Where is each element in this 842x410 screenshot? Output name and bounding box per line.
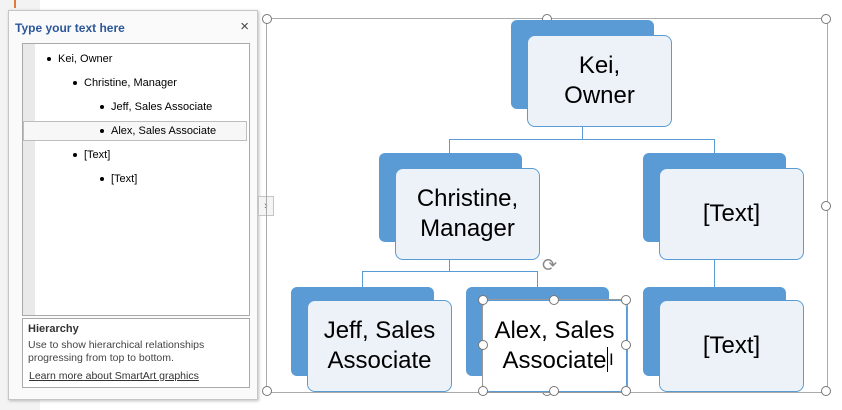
shape-handle-bottom[interactable]	[549, 386, 559, 396]
shape-selection-box	[482, 299, 628, 393]
node-line-1: Kei,	[578, 52, 621, 79]
bullet-item-alex-selected[interactable]: Alex, Sales Associate	[23, 121, 247, 141]
layout-name: Hierarchy	[28, 323, 79, 335]
text-pane-title: Type your text here	[15, 21, 125, 35]
bullet-icon	[100, 105, 104, 110]
connector-text-top-down	[714, 258, 715, 287]
close-icon[interactable]: ×	[240, 18, 249, 35]
node-text-box[interactable]: [Text]	[659, 168, 804, 260]
shape-handle-top-left[interactable]	[478, 295, 488, 305]
bullet-item-text-level2[interactable]: [Text]	[73, 146, 110, 164]
bullet-text: Christine, Manager	[84, 77, 177, 89]
node-line-2: Owner	[564, 82, 635, 109]
node-line-2: Associate	[327, 347, 432, 374]
margin-marker	[14, 0, 16, 8]
resize-handle-bottom-left[interactable]	[262, 386, 272, 396]
resize-handle-bottom-right[interactable]	[821, 386, 831, 396]
resize-handle-top-right[interactable]	[821, 14, 831, 24]
node-text-box[interactable]: Kei, Owner	[527, 35, 672, 127]
layout-description-text: Use to show hierarchical relationships p…	[28, 339, 205, 364]
bullet-item-text-level3[interactable]: [Text]	[100, 170, 137, 188]
bullet-icon	[100, 129, 104, 134]
bullet-item-christine-manager[interactable]: Christine, Manager	[73, 74, 177, 92]
bullet-text: [Text]	[84, 149, 111, 161]
resize-handle-right[interactable]	[821, 201, 831, 211]
node-line-1: Alex, Sales	[494, 317, 615, 344]
node-line-1: [Text]	[702, 200, 761, 227]
smartart-text-pane: Type your text here × Kei, Owner Christi…	[8, 10, 258, 400]
bullet-list-editor[interactable]: Kei, Owner Christine, Manager Jeff, Sale…	[22, 43, 250, 316]
bullet-item-jeff[interactable]: Jeff, Sales Associate	[100, 98, 212, 116]
connector-to-manager	[449, 139, 450, 153]
node-text-box[interactable]: [Text]	[659, 300, 804, 392]
bullet-text: [Text]	[111, 173, 138, 185]
node-line-1: Christine,	[416, 185, 519, 212]
connector-to-text-top	[714, 139, 715, 153]
connector-owner-down	[582, 125, 583, 139]
bullet-text: Kei, Owner	[58, 53, 113, 65]
shape-handle-right[interactable]	[621, 340, 631, 350]
text-caret	[607, 347, 608, 372]
rotate-handle-icon[interactable]: ⟳	[542, 255, 558, 275]
bullet-icon	[73, 153, 77, 158]
shape-handle-top[interactable]	[549, 295, 559, 305]
bullet-text: Jeff, Sales Associate	[111, 101, 213, 113]
shape-handle-top-right[interactable]	[621, 295, 631, 305]
ibeam-cursor-icon: I	[609, 350, 614, 369]
learn-more-link[interactable]: Learn more about SmartArt graphics	[29, 370, 199, 382]
connector-manager-down	[449, 258, 450, 271]
connector-to-jeff	[362, 271, 363, 287]
node-line-2: Associate	[502, 347, 607, 374]
bullet-icon	[100, 177, 104, 182]
resize-handle-top-left[interactable]	[262, 14, 272, 24]
bullet-icon	[47, 57, 51, 62]
layout-description: Hierarchy Use to show hierarchical relat…	[22, 318, 250, 388]
bullet-text: Alex, Sales Associate	[111, 125, 217, 137]
shape-handle-bottom-right[interactable]	[621, 386, 631, 396]
connector-level3-bar	[362, 271, 538, 272]
connector-level2-bar	[449, 139, 715, 140]
bullet-icon	[73, 81, 77, 86]
shape-handle-left[interactable]	[478, 340, 488, 350]
editor-gutter	[23, 44, 35, 315]
shape-handle-bottom-left[interactable]	[478, 386, 488, 396]
node-text-box[interactable]: Christine, Manager	[395, 168, 540, 260]
node-line-2: Manager	[420, 215, 515, 242]
node-line-1: [Text]	[702, 332, 761, 359]
bullet-item-kei-owner[interactable]: Kei, Owner	[47, 50, 112, 68]
node-line-1: Jeff, Sales	[323, 317, 436, 344]
connector-to-alex	[537, 271, 538, 287]
